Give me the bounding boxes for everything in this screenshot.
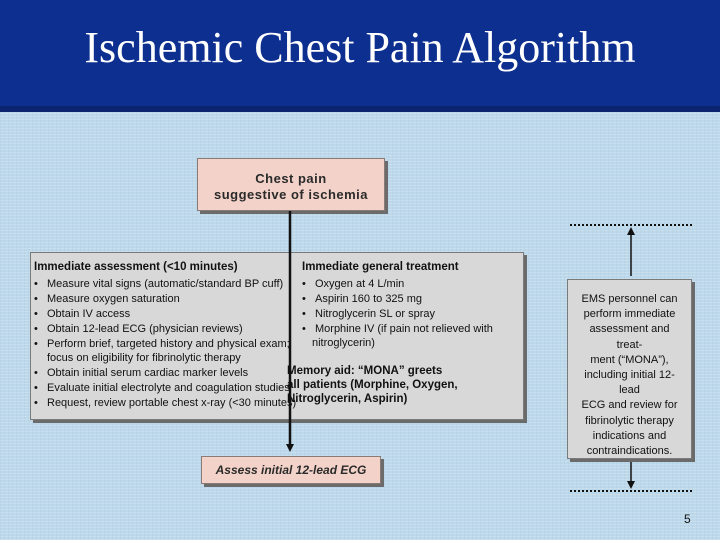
assessment-item: •Evaluate initial electrolyte and coagul… <box>34 382 290 394</box>
treatment-item-continued: nitroglycerin) <box>312 337 375 349</box>
chest-pain-line2: suggestive of ischemia <box>213 187 369 202</box>
treatment-item: •Oxygen at 4 L/min <box>302 278 405 290</box>
assessment-item: •Perform brief, targeted history and phy… <box>34 338 290 350</box>
assessment-item: •Obtain 12-lead ECG (physician reviews) <box>34 323 243 335</box>
assessment-box <box>30 252 524 420</box>
treatment-heading: Immediate general treatment <box>302 261 459 273</box>
assessment-heading: Immediate assessment (<10 minutes) <box>34 261 238 273</box>
page-number: 5 <box>684 512 691 526</box>
assessment-item-continued: focus on eligibility for fibrinolytic th… <box>47 352 241 364</box>
slide-title: Ischemic Chest Pain Algorithm <box>84 23 636 72</box>
assessment-item: •Measure oxygen saturation <box>34 293 180 305</box>
treatment-item: •Morphine IV (if pain not relieved with <box>302 323 493 335</box>
chest-pain-box: Chest pain suggestive of ischemia <box>197 158 385 211</box>
assessment-item: •Obtain initial serum cardiac marker lev… <box>34 367 249 379</box>
ems-note-box: EMS personnel can perform immediate asse… <box>567 279 692 459</box>
assessment-item: •Obtain IV access <box>34 308 131 320</box>
assess-ecg-box: Assess initial 12-lead ECG <box>201 456 381 484</box>
treatment-item: •Aspirin 160 to 325 mg <box>302 293 423 305</box>
chest-pain-line1: Chest pain <box>255 171 327 186</box>
assessment-item: •Request, review portable chest x-ray (<… <box>34 397 297 409</box>
assessment-item: •Measure vital signs (automatic/standard… <box>34 278 284 290</box>
treatment-item: •Nitroglycerin SL or spray <box>302 308 436 320</box>
title-bar: Ischemic Chest Pain Algorithm <box>0 0 720 112</box>
mona-memory-aid: Memory aid: “MONA” greets all patients (… <box>287 365 458 405</box>
